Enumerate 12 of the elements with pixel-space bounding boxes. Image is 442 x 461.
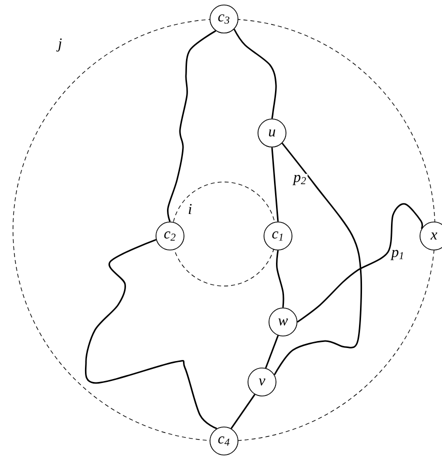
curve: [265, 335, 279, 368]
curve: [167, 30, 216, 222]
curve: [271, 147, 279, 222]
node-label: x: [430, 232, 438, 240]
curve: [84, 239, 218, 430]
curve: [234, 28, 277, 119]
curve: [276, 250, 284, 308]
edge-label: p$_{1}$: [390, 248, 406, 262]
edge-label: p$_{2}$: [292, 174, 308, 186]
curve: [274, 142, 362, 376]
curve: [230, 394, 256, 429]
curve: [296, 203, 423, 323]
